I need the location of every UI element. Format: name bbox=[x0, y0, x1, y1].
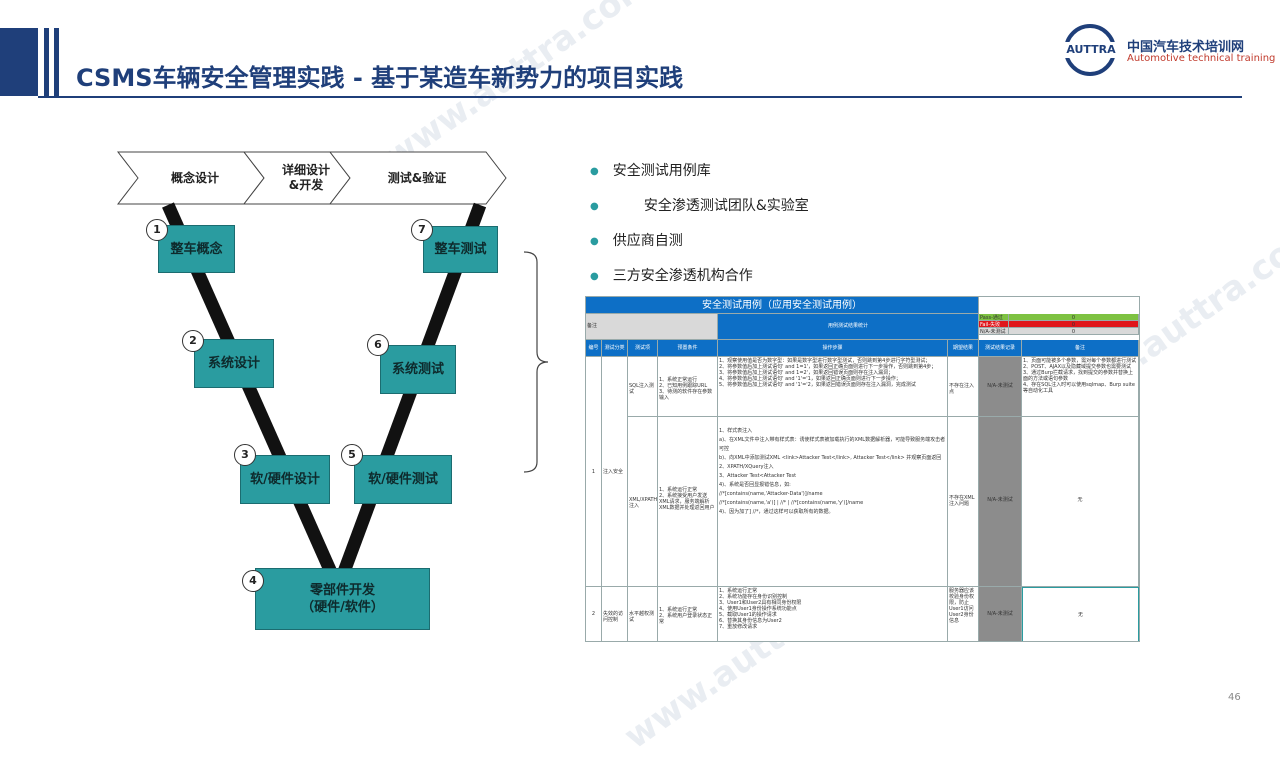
header-accent-bar bbox=[0, 28, 38, 96]
stat-pass-label: Pass-通过 bbox=[979, 314, 1009, 321]
col-header: 预置条件 bbox=[658, 340, 718, 357]
stage-number-badge: 4 bbox=[242, 570, 264, 592]
bullet-dot-icon: ● bbox=[590, 200, 599, 212]
col-header: 编号 bbox=[586, 340, 602, 357]
table-cell-item: XML/XPATH注入 bbox=[628, 417, 658, 587]
stat-na-value: 0 bbox=[1009, 328, 1139, 335]
table-stat-title: 用例测试结果统计 bbox=[718, 314, 979, 340]
bullet-dot-icon: ● bbox=[590, 165, 599, 177]
page-number: 46 bbox=[1228, 692, 1241, 703]
header-accent-stripe bbox=[44, 28, 49, 96]
security-test-case-table: 安全测试用例（应用安全测试用例） Pass-通过 0 Fail-失败 0 N/A… bbox=[585, 296, 1140, 642]
stage-vehicle-test: 整车测试 bbox=[423, 226, 498, 273]
stage-component-dev: 零部件开发 （硬件/软件） bbox=[255, 568, 430, 630]
table-cell-item: 水平越权测试 bbox=[628, 587, 658, 641]
col-header: 操作步骤 bbox=[718, 340, 948, 357]
col-header: 期望结果 bbox=[948, 340, 979, 357]
table-cell-expected: 不存在注入点 bbox=[948, 357, 979, 417]
table-cell-pre: 1、系统正常运行 2、已知用例跟踪URL 3、待测的软件存在参数输入 bbox=[658, 357, 718, 417]
stat-na-label: N/A-未测试 bbox=[979, 328, 1009, 335]
stage-number-badge: 6 bbox=[367, 334, 389, 356]
table-cell-steps: 1、系统运行正常 2、系统功能存在身份识别控制 3、User1和User2具有相… bbox=[718, 587, 948, 641]
phase-label-concept: 概念设计 bbox=[170, 171, 219, 185]
table-cell-note: 无 bbox=[1022, 587, 1139, 641]
bullet-dot-icon: ● bbox=[590, 270, 599, 282]
table-cell-cat: 失效的访问控制 bbox=[602, 587, 628, 641]
v-model-diagram bbox=[116, 151, 549, 591]
stage-number-badge: 1 bbox=[146, 219, 168, 241]
phase-label-detail: 详细设计 &开发 bbox=[281, 163, 330, 192]
table-cell-note: 无 bbox=[1022, 417, 1139, 587]
table-cell-note: 1、页面可能被多个参数，需对每个参数都进行测试 2、POST、AJAX以及隐藏域… bbox=[1022, 357, 1139, 417]
stat-fail-value: 0 bbox=[1009, 321, 1139, 328]
table-title: 安全测试用例（应用安全测试用例） bbox=[586, 297, 979, 314]
header-divider bbox=[38, 96, 1242, 98]
bullet-item: ●安全测试用例库 bbox=[590, 163, 711, 179]
stage-number-badge: 3 bbox=[234, 444, 256, 466]
bullet-dot-icon: ● bbox=[590, 235, 599, 247]
stage-number-badge: 5 bbox=[341, 444, 363, 466]
stage-system-design: 系统设计 bbox=[194, 339, 274, 388]
stat-pass-value: 0 bbox=[1009, 314, 1139, 321]
col-header: 测试项 bbox=[628, 340, 658, 357]
table-cell-item: SQL注入测试 bbox=[628, 357, 658, 417]
stage-number-badge: 2 bbox=[182, 330, 204, 352]
stat-fail-label: Fail-失败 bbox=[979, 321, 1009, 328]
table-cell-result: N/A-未测试 bbox=[979, 417, 1022, 587]
col-header: 备注 bbox=[1022, 340, 1139, 357]
stage-sw-hw-test: 软/硬件测试 bbox=[354, 455, 452, 504]
phase-label-test: 测试&验证 bbox=[387, 171, 447, 185]
bullet-bracket bbox=[523, 251, 549, 473]
table-cell-result: N/A-未测试 bbox=[979, 357, 1022, 417]
table-cell-no: 2 bbox=[586, 587, 602, 641]
bullet-item: ●三方安全渗透机构合作 bbox=[590, 268, 753, 284]
header-accent-stripe bbox=[54, 28, 59, 96]
table-cell-pre: 1、系统运行正常 2、系统接受用户发送XML请求，服务端解析XML数据并处理返回… bbox=[658, 417, 718, 587]
table-cell-result: N/A-未测试 bbox=[979, 587, 1022, 641]
logo-name-en: Automotive technical training bbox=[1127, 53, 1276, 64]
stage-system-test: 系统测试 bbox=[380, 345, 456, 394]
phase-chevron-test bbox=[328, 151, 507, 205]
bullet-item: ● 安全渗透测试团队&实验室 bbox=[590, 198, 809, 214]
table-cell-steps: 1、样式表注入 a)、在XML文件中注入带有样式表：诱使样式表被加载执行的XML… bbox=[718, 417, 948, 587]
table-cell-no: 1 bbox=[586, 357, 602, 587]
logo-abbr: AUTTRA bbox=[1062, 42, 1120, 58]
table-cell-cat: 注入安全测试 bbox=[602, 357, 628, 587]
table-cell-pre: 1、系统运行正常 2、系统用户登录状态正常 bbox=[658, 587, 718, 641]
logo-name-cn: 中国汽车技术培训网 bbox=[1127, 40, 1245, 55]
stage-number-badge: 7 bbox=[411, 219, 433, 241]
page-title: CSMS车辆安全管理实践 - 基于某造车新势力的项目实践 bbox=[76, 64, 684, 92]
bullet-item: ●供应商自测 bbox=[590, 233, 683, 249]
table-cell-steps: 1、观察使用值是否为数字型：如果是数字型进行数字型测试，否则跳到第4步进行字符型… bbox=[718, 357, 948, 417]
table-remark-label: 备注 bbox=[586, 314, 718, 340]
table-cell-expected: 不存在XML注入问题 bbox=[948, 417, 979, 587]
stage-vehicle-concept: 整车概念 bbox=[158, 225, 235, 273]
table-cell-expected: 服务器应该校验身份权限，防止User1访问User2身份信息 bbox=[948, 587, 979, 641]
col-header: 测试结果记录 bbox=[979, 340, 1022, 357]
stage-sw-hw-design: 软/硬件设计 bbox=[240, 455, 330, 504]
col-header: 测试分类 bbox=[602, 340, 628, 357]
